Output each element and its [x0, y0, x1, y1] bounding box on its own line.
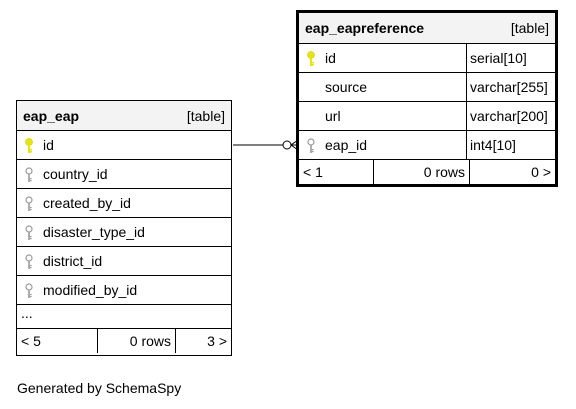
foreign-key-icon: [25, 225, 33, 240]
parents-link[interactable]: < 5: [17, 329, 98, 353]
foreign-key-icon: [25, 196, 33, 211]
column-row-eap-id[interactable]: eap_id int4[10]: [299, 131, 555, 160]
column-row-disaster-type-id[interactable]: disaster_type_id: [17, 218, 231, 247]
column-row-id[interactable]: id: [17, 131, 231, 160]
foreign-key-icon: [25, 283, 33, 298]
column-row-district-id[interactable]: district_id: [17, 247, 231, 276]
column-row-created-by-id[interactable]: created_by_id: [17, 189, 231, 218]
more-columns-indicator: ...: [17, 305, 231, 329]
table-type-label: [table]: [186, 107, 225, 124]
table-footer: < 5 0 rows 3 >: [17, 329, 231, 353]
column-row-country-id[interactable]: country_id: [17, 160, 231, 189]
column-row-source[interactable]: source varchar[255]: [299, 73, 555, 102]
row-count: 0 rows: [98, 329, 176, 353]
column-name: id: [43, 137, 54, 153]
table-type-label: [table]: [510, 20, 549, 36]
table-eap-eapreference[interactable]: eap_eapreference [table] id serial[10] s…: [296, 10, 558, 187]
column-name: id: [325, 50, 336, 66]
column-row-id[interactable]: id serial[10]: [299, 44, 555, 73]
column-type: varchar[200]: [466, 102, 555, 130]
table-footer: < 1 0 rows 0 >: [299, 160, 555, 184]
column-name: country_id: [43, 166, 108, 182]
parents-link[interactable]: < 1: [299, 160, 374, 184]
children-link[interactable]: 3 >: [207, 333, 227, 349]
column-name: source: [325, 79, 368, 95]
column-name: eap_id: [325, 137, 368, 153]
row-count: 0 rows: [374, 160, 470, 184]
table-name: eap_eapreference: [305, 20, 425, 36]
column-type: varchar[255]: [466, 73, 555, 101]
foreign-key-icon: [25, 254, 33, 269]
generated-by-caption: Generated by SchemaSpy: [17, 380, 182, 396]
table-eap-eap[interactable]: eap_eap [table] id country_id created_by…: [16, 100, 232, 356]
table-name: eap_eap: [23, 107, 80, 124]
zero-optional-marker: [282, 140, 292, 150]
table-header: eap_eap [table]: [17, 101, 231, 131]
column-type: int4[10]: [466, 131, 555, 159]
primary-key-icon: [25, 138, 33, 153]
children-link[interactable]: 0 >: [531, 164, 551, 180]
column-row-modified-by-id[interactable]: modified_by_id: [17, 276, 231, 305]
column-name: modified_by_id: [43, 282, 138, 298]
column-name: url: [325, 108, 341, 124]
foreign-key-icon: [25, 167, 33, 182]
column-name: disaster_type_id: [43, 224, 145, 240]
column-name: district_id: [43, 253, 103, 269]
column-type: serial[10]: [466, 44, 555, 72]
primary-key-icon: [307, 51, 315, 66]
column-name: created_by_id: [43, 195, 131, 211]
table-header: eap_eapreference [table]: [299, 13, 555, 44]
column-row-url[interactable]: url varchar[200]: [299, 102, 555, 131]
foreign-key-icon: [307, 138, 315, 153]
